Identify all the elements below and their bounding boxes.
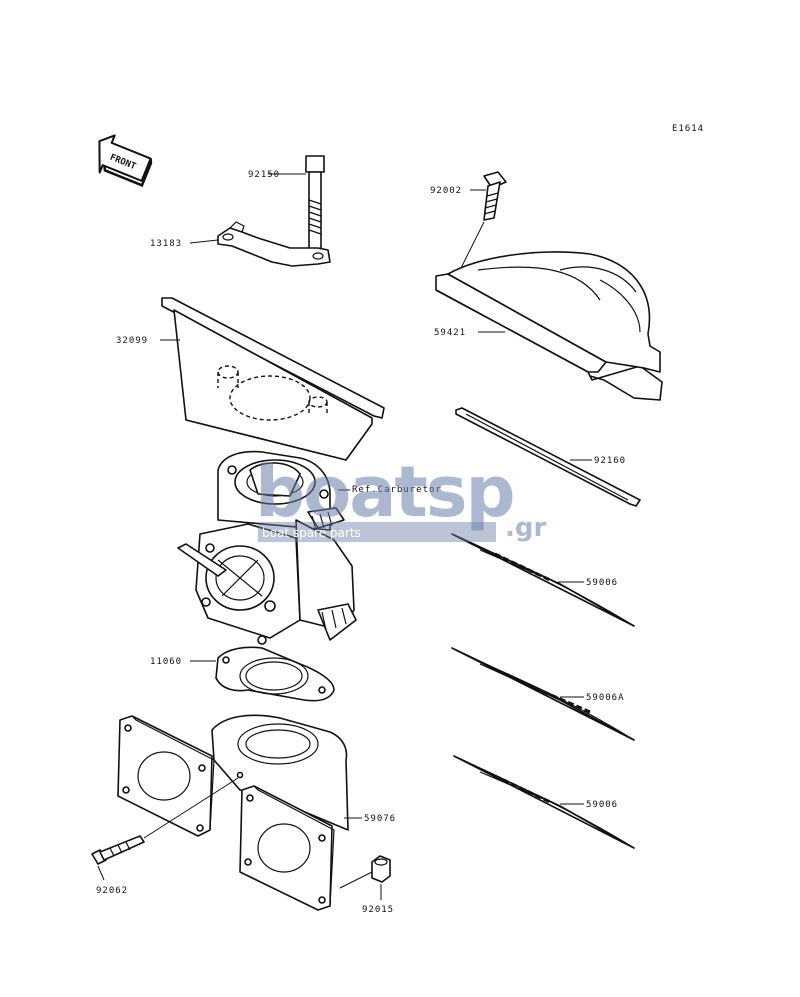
bolt-92150 xyxy=(268,155,325,251)
manifold-59076 xyxy=(117,714,362,911)
part-label-59421: 59421 xyxy=(434,328,466,338)
part-label-11060: 11060 xyxy=(150,657,182,667)
part-label-32099: 32099 xyxy=(116,336,148,346)
bracket-13183 xyxy=(189,221,331,267)
ref-carburetor-label: Ref.Carburetor xyxy=(352,485,442,495)
watermark-brand: boatsp xyxy=(255,451,514,533)
part-label-92062: 92062 xyxy=(96,886,128,896)
housing-59421 xyxy=(435,251,663,401)
reed-plate-59006-top xyxy=(451,533,635,627)
part-label-59076: 59076 xyxy=(364,814,396,824)
front-arrow-icon: FRONT xyxy=(98,134,153,187)
part-label-92002: 92002 xyxy=(430,186,462,196)
nut-92015 xyxy=(339,855,391,900)
carburetor xyxy=(177,450,357,645)
box-32099 xyxy=(160,297,385,461)
gasket-92160 xyxy=(455,407,641,507)
watermark-logo: boatsp .gr boat spare parts xyxy=(255,451,546,543)
part-label-59006A: 59006A xyxy=(586,693,625,703)
watermark-tagline: boat spare parts xyxy=(262,526,361,540)
part-label-92160: 92160 xyxy=(594,456,626,466)
gasket-11060 xyxy=(190,646,335,702)
part-label-59006-bottom: 59006 xyxy=(586,800,618,810)
stud-92062 xyxy=(91,777,239,881)
reed-plate-59006-bottom xyxy=(453,755,635,849)
diagram-code: E1614 xyxy=(672,124,704,134)
part-label-13183: 13183 xyxy=(150,239,182,249)
watermark-suffix: .gr xyxy=(505,513,546,543)
reed-plate-59006A xyxy=(451,647,635,741)
part-label-92150: 92150 xyxy=(248,170,280,180)
part-label-59006-top: 59006 xyxy=(586,578,618,588)
part-label-92015: 92015 xyxy=(362,905,394,915)
